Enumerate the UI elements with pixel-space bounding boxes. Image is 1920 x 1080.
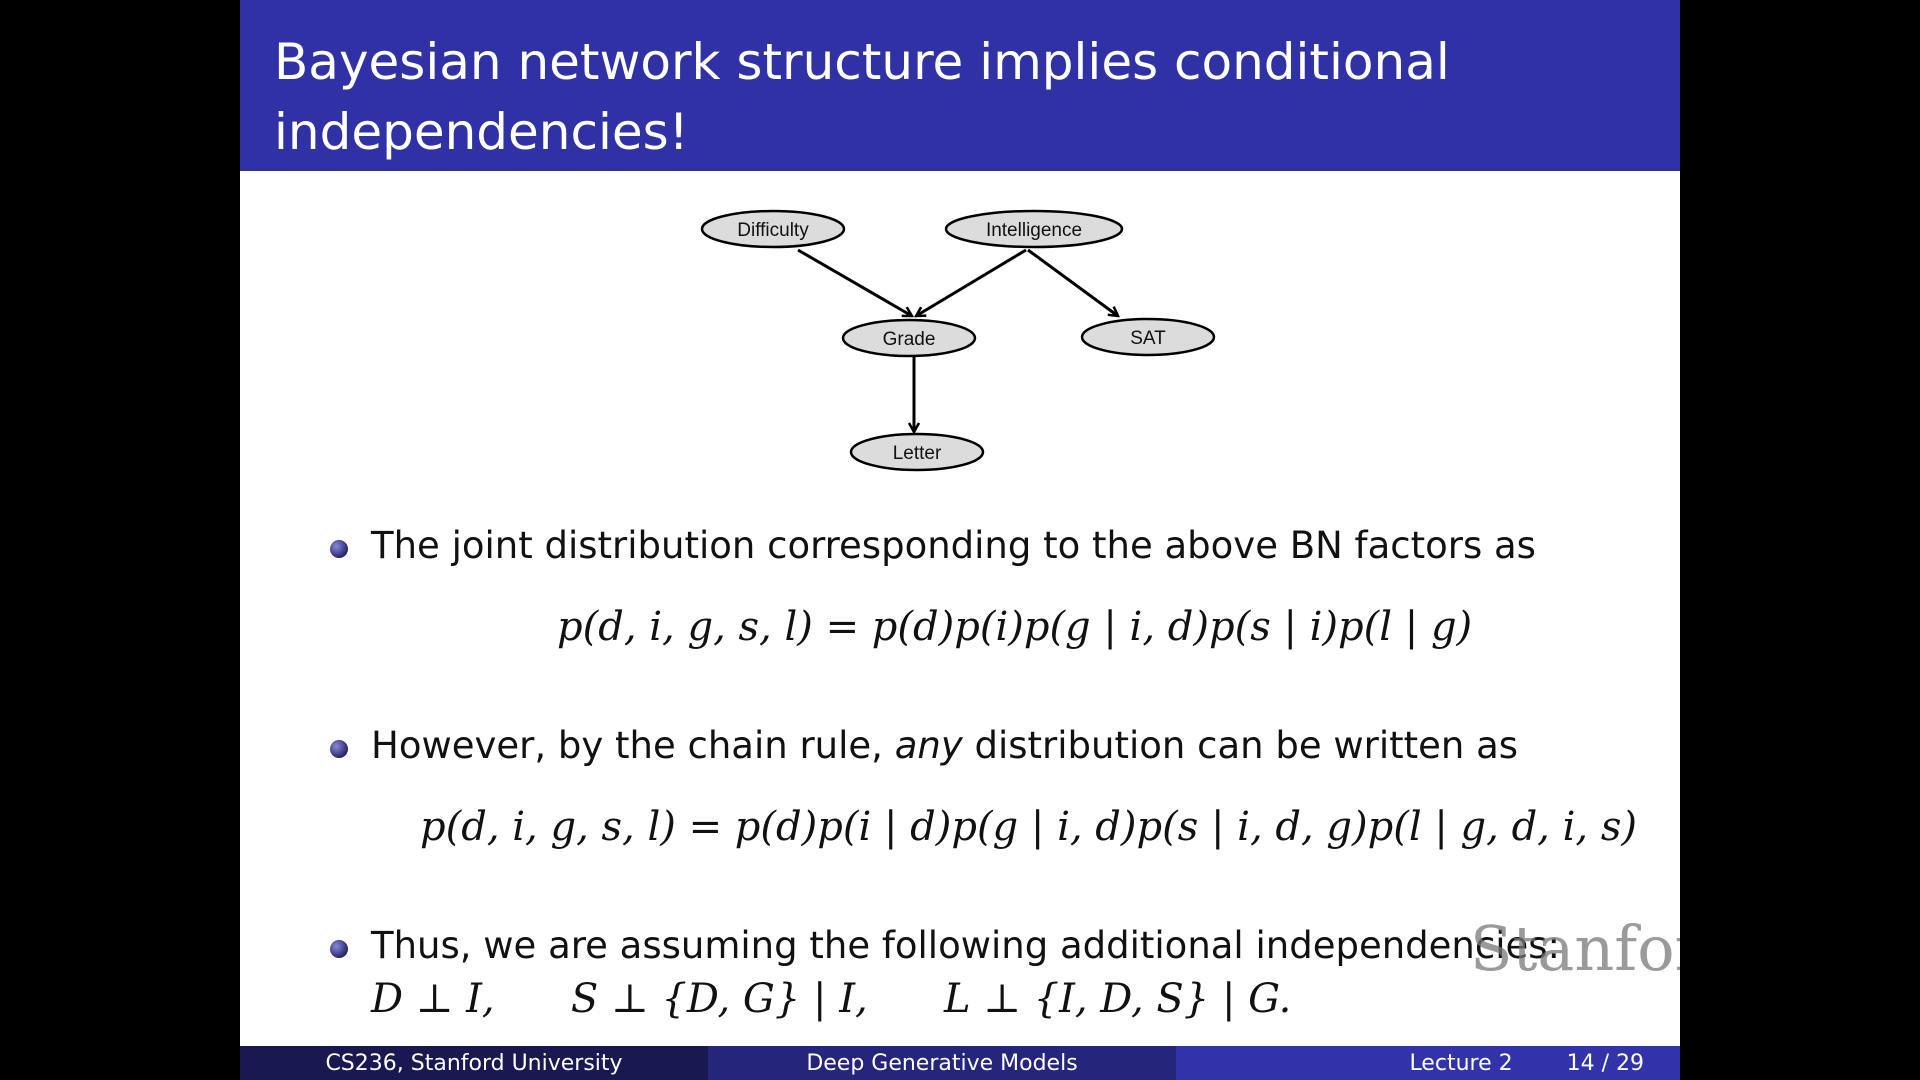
footer-right: Lecture 2 14 / 29 [1176,1046,1680,1080]
formula: p(d, i, g, s, l) = p(d)p(i | d)p(g | i, … [420,804,1637,850]
node-label: Letter [893,443,942,464]
text: However, by the chain rule, [371,724,895,767]
bullet-icon [330,540,348,558]
node-intelligence [944,209,1124,249]
node-grade [841,318,977,358]
bayesian-network-diagram: Difficulty Intelligence Grade SAT Letter [700,209,1216,472]
footer-title: Deep Generative Models [708,1046,1176,1080]
slide: Bayesian network structure implies condi… [240,0,1680,1080]
bullet-text: The joint distribution corresponding to … [371,524,1536,567]
footer-course: CS236, Stanford University [240,1046,708,1080]
page-number: 14 / 29 [1566,1050,1644,1076]
edge-difficulty-grade [797,248,912,318]
node-difficulty [700,209,846,249]
footer-lecture: Lecture 2 [1409,1050,1513,1076]
title-bar: Bayesian network structure implies condi… [240,0,1680,171]
node-letter [849,432,985,472]
edge-intelligence-sat [1027,248,1118,316]
formula: p(d, i, g, s, l) = p(d)p(i)p(g | i, d)p(… [557,604,1473,650]
emphasis: any [894,724,963,767]
text: distribution can be written as [962,724,1519,767]
slide-title-line2: independencies! [274,103,689,161]
node-label: Difficulty [737,220,809,241]
node-label: Intelligence [986,220,1082,241]
formula: D ⊥ I, S ⊥ {D, G} | I, L ⊥ {I, D, S} | G… [371,976,1292,1022]
node-label: Grade [883,329,936,350]
slide-title-line1: Bayesian network structure implies condi… [274,33,1450,91]
node-sat [1080,317,1216,357]
bullet-icon [330,740,348,758]
bullet-text: Thus, we are assuming the following addi… [371,924,1560,967]
footer: CS236, Stanford University Deep Generati… [240,1046,1680,1080]
edge-intelligence-grade [916,248,1027,316]
stanford-watermark: Stanford [1470,912,1680,985]
node-label: SAT [1130,328,1166,349]
bullet-text: However, by the chain rule, any distribu… [371,724,1518,767]
bullet-icon [330,940,348,958]
